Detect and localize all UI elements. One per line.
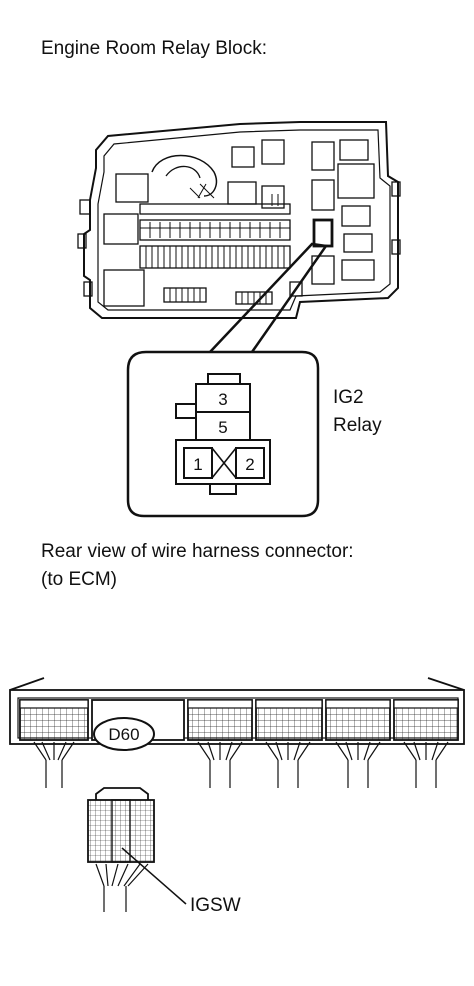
wire-harnesses — [33, 741, 449, 788]
relay-block — [77, 121, 401, 319]
connector-id-label: D60 — [108, 725, 139, 744]
ecm-connector-block-1 — [19, 699, 89, 741]
relay-block-title: Engine Room Relay Block: — [41, 38, 267, 59]
relay-pin-3: 3 — [218, 390, 227, 409]
relay-pin-1: 1 — [193, 455, 202, 474]
relay-pin-face — [175, 373, 271, 495]
relay-name-line2: Relay — [333, 415, 382, 436]
relay-name-line1: IG2 — [333, 387, 364, 408]
igsw-label: IGSW — [190, 895, 241, 916]
ecm-connector-block-5 — [325, 699, 391, 741]
connector-title-line1: Rear view of wire harness connector: — [41, 541, 354, 562]
ecm-connector-block-4 — [255, 699, 323, 741]
fuse-ticks — [145, 194, 285, 304]
igsw-leader-line — [121, 847, 187, 905]
d60-connector-plug — [87, 787, 155, 863]
ecm-connector-block-6 — [393, 699, 459, 741]
relay-callout — [126, 242, 329, 518]
d60-oval — [93, 717, 155, 751]
relay-pin-5: 5 — [218, 418, 227, 437]
ecm-connector-block-3 — [187, 699, 253, 741]
relay-pin-2: 2 — [245, 455, 254, 474]
connector-title-line2: (to ECM) — [41, 569, 117, 590]
d60-wire-harness — [95, 863, 149, 912]
